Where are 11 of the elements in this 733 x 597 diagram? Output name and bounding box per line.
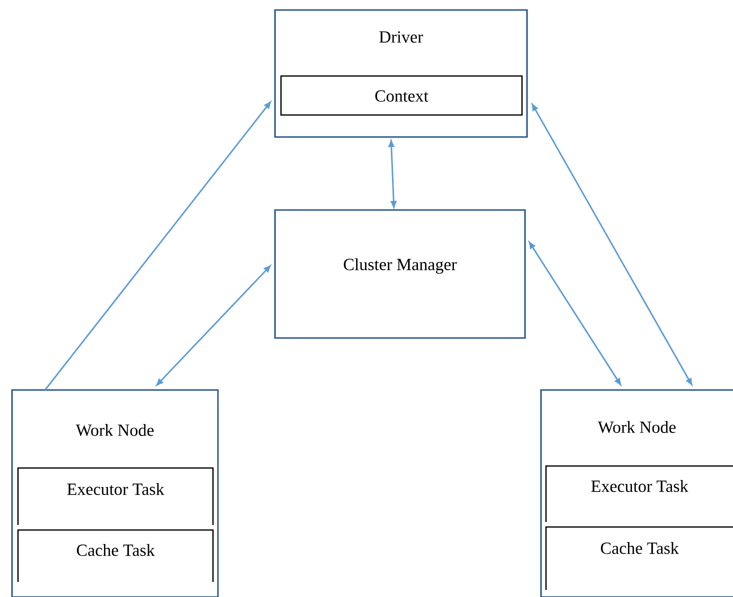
arrow bbox=[156, 265, 271, 386]
task-box: Cache Task bbox=[545, 526, 733, 590]
component-box: Context bbox=[280, 75, 523, 116]
task-box: Executor Task bbox=[545, 465, 733, 522]
arrow bbox=[532, 104, 692, 386]
arrow bbox=[388, 140, 397, 208]
process-box: Cluster Manager bbox=[274, 209, 526, 339]
arrow bbox=[44, 102, 271, 390]
task-box: Executor Task bbox=[17, 467, 214, 525]
task-box: Cache Task bbox=[17, 529, 214, 582]
arrow bbox=[528, 242, 622, 386]
